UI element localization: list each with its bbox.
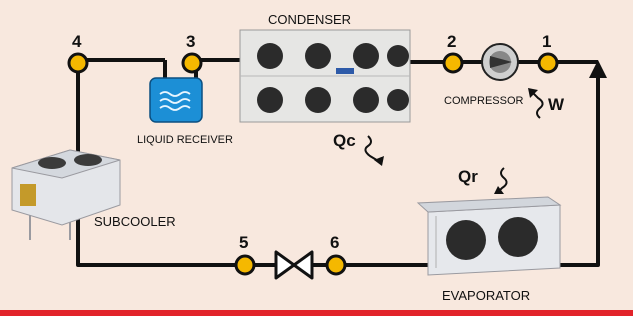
evaporator-label: EVAPORATOR [442, 288, 530, 303]
node-label-4: 4 [72, 32, 82, 51]
compressor-label: COMPRESSOR [444, 95, 524, 107]
node-label-5: 5 [239, 233, 248, 252]
node-label-2: 2 [447, 32, 456, 51]
heat-flow-qr: Qr [458, 167, 478, 186]
node-6 [327, 256, 345, 274]
node-label-3: 3 [186, 32, 195, 51]
condenser-unit [240, 30, 410, 122]
liquid-receiver [150, 78, 202, 122]
node-label-6: 6 [330, 233, 339, 252]
subcooler-label: SUBCOOLER [94, 214, 176, 229]
evaporator-unit [418, 197, 560, 275]
node-3 [183, 54, 201, 72]
work-input-w: W [548, 95, 565, 114]
condenser-label: CONDENSER [268, 12, 351, 27]
node-4 [69, 54, 87, 72]
node-label-1: 1 [542, 32, 551, 51]
node-2 [444, 54, 462, 72]
node-5 [236, 256, 254, 274]
node-1 [539, 54, 557, 72]
heat-flow-qc: Qc [333, 131, 356, 150]
accent-bar [0, 310, 633, 316]
liquid-receiver-label: LIQUID RECEIVER [137, 134, 233, 146]
compressor-unit [482, 44, 518, 80]
